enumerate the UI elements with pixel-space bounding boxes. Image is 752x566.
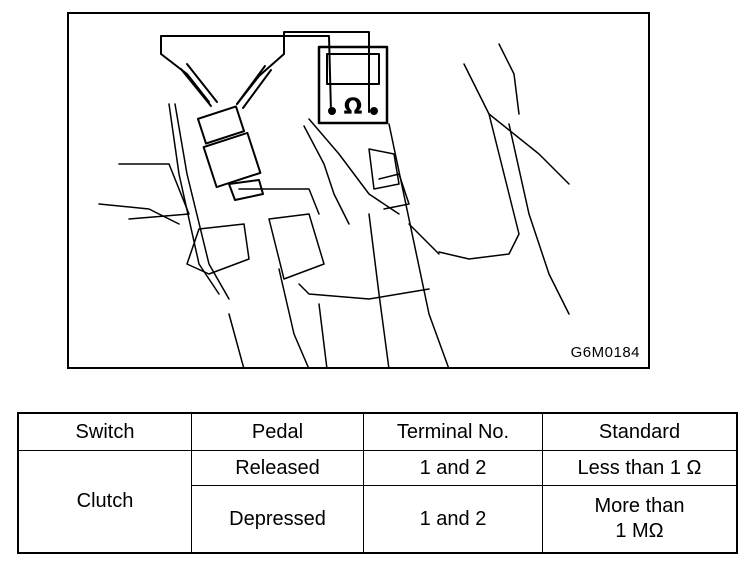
terminal-cell: 1 and 2 — [363, 450, 543, 486]
standard-line-2: 1 MΩ — [615, 520, 664, 542]
header-terminal: Terminal No. — [363, 412, 543, 451]
standard-cell: Less than 1 Ω — [542, 450, 738, 486]
probe-left — [180, 63, 218, 107]
switch-cell: Clutch — [17, 450, 192, 554]
test-lead-left — [160, 35, 332, 113]
header-standard: Standard — [542, 412, 738, 451]
diagram-illustration: Ω — [98, 31, 570, 367]
table-header-row: Switch Pedal Terminal No. Standard — [17, 412, 738, 451]
pedal-cell: Released — [191, 450, 364, 486]
pedal-cell: Depressed — [191, 485, 364, 554]
probe-right — [236, 65, 272, 109]
clutch-switch-diagram: Ω G6M0184 — [67, 12, 650, 369]
table-row: Clutch Released 1 and 2 Less than 1 Ω — [17, 450, 738, 554]
table-row: Depressed 1 and 2 More than 1 MΩ — [18, 485, 738, 554]
switch-connector — [196, 105, 264, 201]
header-pedal: Pedal — [191, 412, 364, 451]
ohm-symbol: Ω — [344, 95, 363, 120]
header-switch: Switch — [17, 412, 192, 451]
ohmmeter: Ω — [317, 45, 389, 125]
figure-code: G6M0184 — [570, 344, 640, 361]
clutch-switch-spec-table: Switch Pedal Terminal No. Standard Clutc… — [17, 412, 738, 554]
standard-line-1: More than — [594, 495, 685, 517]
terminal-cell: 1 and 2 — [363, 485, 543, 554]
standard-cell: More than 1 MΩ — [542, 485, 738, 554]
